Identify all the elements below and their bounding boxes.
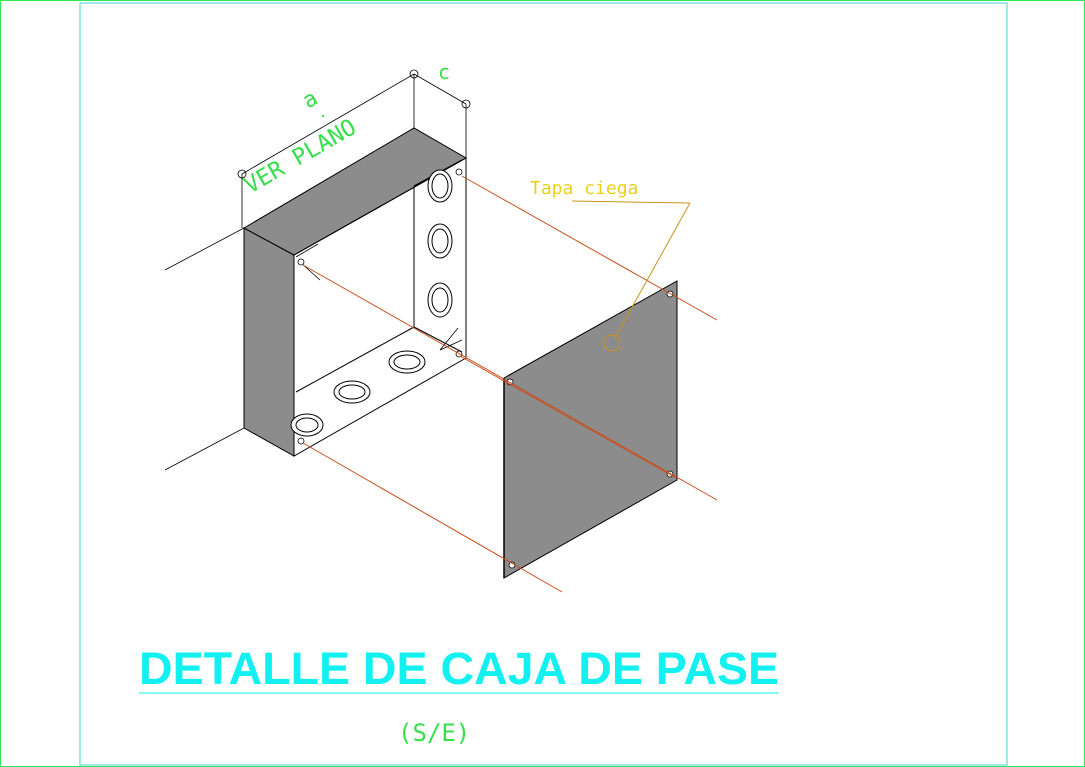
knockouts-bottom: [290, 350, 426, 437]
dimension-c: [413, 73, 471, 158]
box-left-wall: [243, 227, 295, 457]
cover-label: Tapa ciega: [530, 178, 638, 199]
sheet-border: [79, 2, 1008, 766]
knockouts-right: [427, 169, 453, 318]
dimension-c-label: c: [438, 60, 450, 84]
cover-leader: [571, 200, 691, 352]
dimension-a-label: a: [298, 86, 322, 114]
pass-box: [242, 127, 468, 457]
dimension-a: [237, 69, 419, 228]
scale-note: (S/E): [398, 719, 470, 747]
projection-lines: [302, 175, 718, 593]
construction-lines: [164, 227, 245, 471]
drawing-title: DETALLE DE CAJA DE PASE: [139, 643, 779, 694]
